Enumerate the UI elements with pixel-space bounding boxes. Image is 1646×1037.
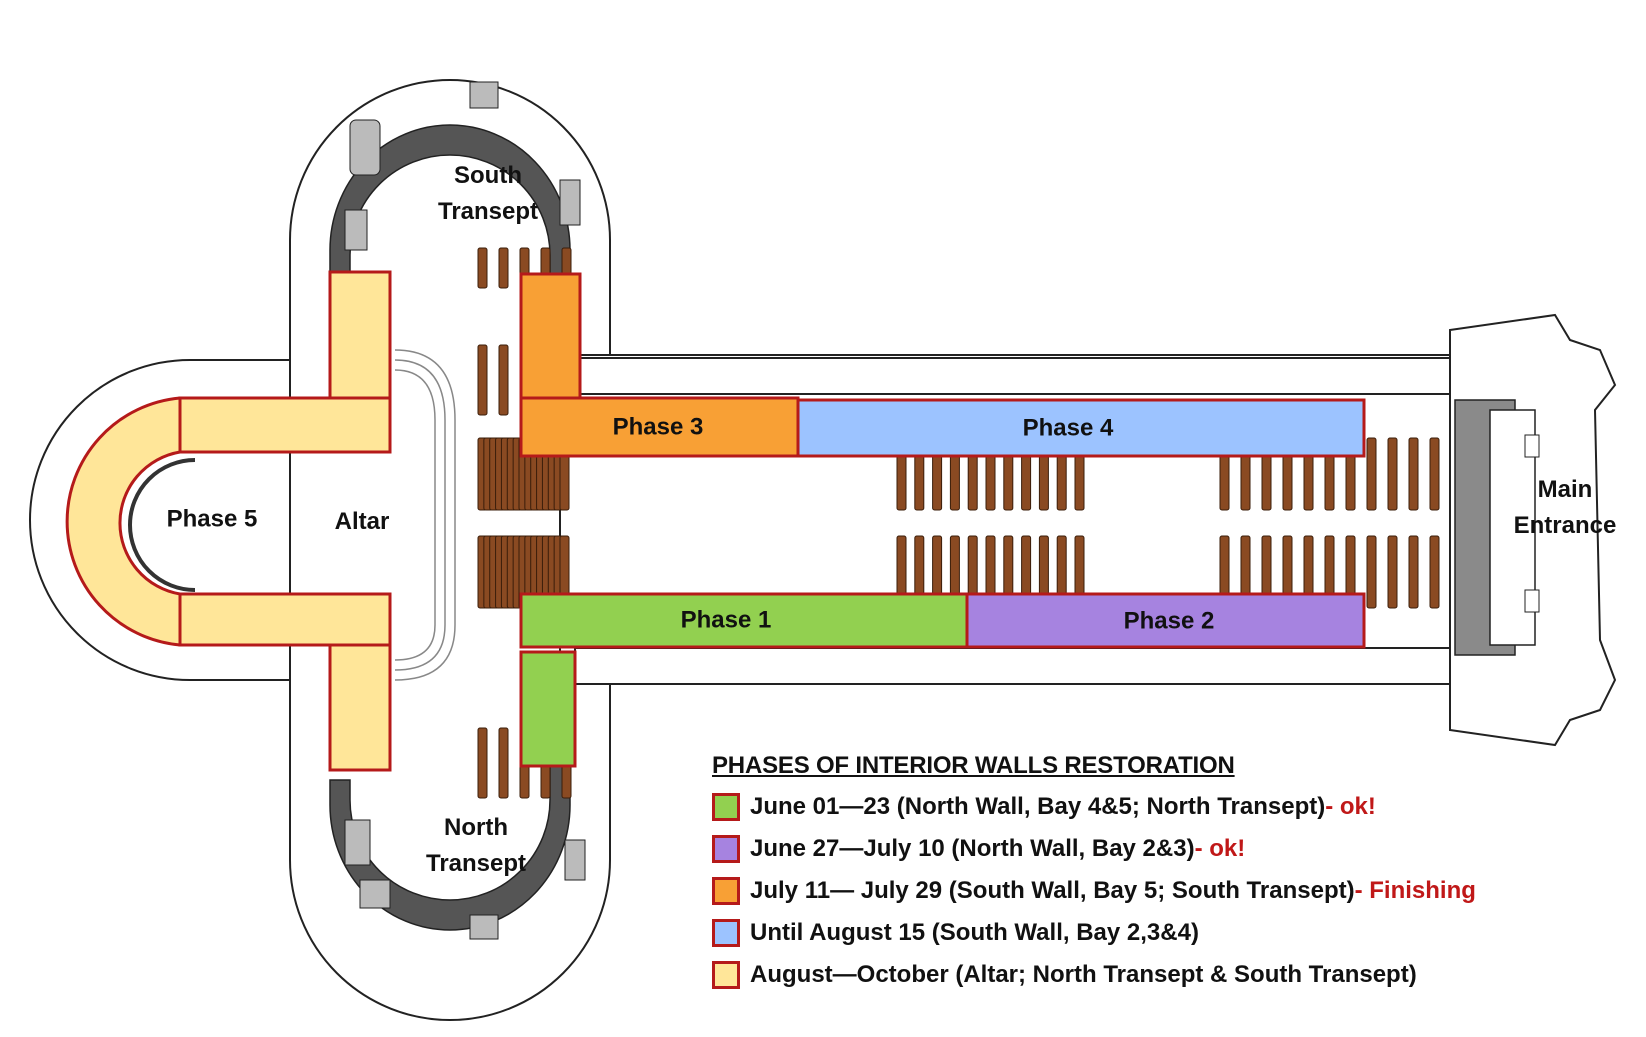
pew [1366,535,1377,609]
legend-item-phase-4: Until August 15 (South Wall, Bay 2,3&4) [712,912,1612,954]
pew [477,344,488,416]
pew [1387,437,1398,511]
legend-item-phase-2: June 27—July 10 (North Wall, Bay 2&3) - … [712,828,1612,870]
label-altar: Altar [335,508,390,535]
phase-regions: Phase 3 Phase 4 Phase 1 Phase 2 Phase 5 [65,270,1366,772]
phase-5-label: Phase 5 [167,505,258,532]
pew [1429,535,1440,609]
phase-5-region [178,396,392,454]
pew [1387,535,1398,609]
pew [1429,437,1440,511]
legend-text: August—October (Altar; North Transept & … [750,961,1417,988]
label-north-transept-2: Transept [426,850,526,877]
legend: PHASES OF INTERIOR WALLS RESTORATION Jun… [712,752,1612,996]
label-main-entrance-2: Entrance [1514,512,1617,539]
legend-swatch [712,961,740,989]
pews [477,247,1440,799]
legend-item-phase-5: August—October (Altar; North Transept & … [712,954,1612,996]
phase-4-region [796,398,1366,458]
phase-1-region [519,650,577,768]
pew [1366,437,1377,511]
legend-text: June 27—July 10 (North Wall, Bay 2&3) [750,835,1195,862]
legend-text: June 01—23 (North Wall, Bay 4&5; North T… [750,793,1326,820]
phase-2-label: Phase 2 [1124,607,1215,634]
phase-5-region [178,592,392,647]
phase-5-region [328,270,392,400]
phase-5-region [65,396,392,647]
legend-status: - Finishing [1354,877,1476,904]
apse-inner-ring [128,458,196,592]
legend-swatch [712,877,740,905]
phase-4-label: Phase 4 [1023,414,1114,441]
legend-swatch [712,793,740,821]
altar-steps [394,349,456,681]
label-south-transept-2: Transept [438,198,538,225]
legend-swatch [712,835,740,863]
pew [498,247,509,289]
label-main-entrance-1: Main [1538,476,1593,503]
pew [1408,437,1419,511]
pew [498,344,509,416]
pew [498,727,509,799]
legend-title: PHASES OF INTERIOR WALLS RESTORATION [712,752,1235,779]
legend-text: Until August 15 (South Wall, Bay 2,3&4) [750,919,1199,946]
pew [1408,535,1419,609]
phase-1-label: Phase 1 [681,606,772,633]
legend-status: - ok! [1325,793,1376,820]
phase-5-region [328,643,392,772]
legend-item-phase-1: June 01—23 (North Wall, Bay 4&5; North T… [712,786,1612,828]
legend-swatch [712,919,740,947]
phase-3-region [519,272,582,400]
legend-text: July 11— July 29 (South Wall, Bay 5; Sou… [750,877,1355,904]
phase-2-region [965,592,1366,649]
narthex [1449,313,1617,747]
label-south-transept-1: South [454,162,522,189]
legend-item-phase-3: July 11— July 29 (South Wall, Bay 5; Sou… [712,870,1612,912]
legend-status: - ok! [1194,835,1246,862]
label-north-transept-1: North [444,814,508,841]
nave-walls [574,357,1551,685]
pew [477,247,488,289]
pew [477,727,488,799]
phase-3-label: Phase 3 [613,413,704,440]
